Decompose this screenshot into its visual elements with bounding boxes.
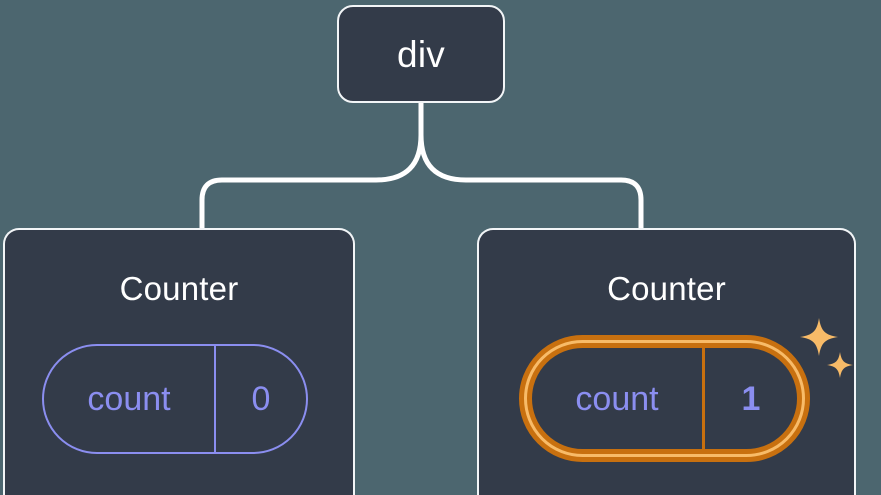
state-pill-inner-ring: count 1 bbox=[527, 343, 802, 454]
edge-root-to-right-counter bbox=[418, 100, 644, 233]
sparkle-small-icon bbox=[827, 352, 853, 378]
edge-root-to-left-counter bbox=[199, 100, 424, 233]
sparkle-large-icon bbox=[800, 318, 838, 356]
counter-left-title: Counter bbox=[119, 270, 239, 307]
state-pill-count-left[interactable]: count 0 bbox=[42, 344, 308, 454]
state-key-label: count bbox=[532, 348, 705, 449]
state-key-label: count bbox=[44, 346, 216, 452]
node-div-label: div bbox=[397, 33, 445, 75]
state-pill-count-right[interactable]: count 1 bbox=[519, 335, 810, 462]
node-div[interactable]: div bbox=[337, 5, 505, 103]
state-value-label: 0 bbox=[251, 380, 271, 418]
state-value-label: 1 bbox=[741, 379, 761, 418]
counter-right-title: Counter bbox=[607, 270, 726, 307]
sparkles-icon bbox=[800, 318, 853, 378]
